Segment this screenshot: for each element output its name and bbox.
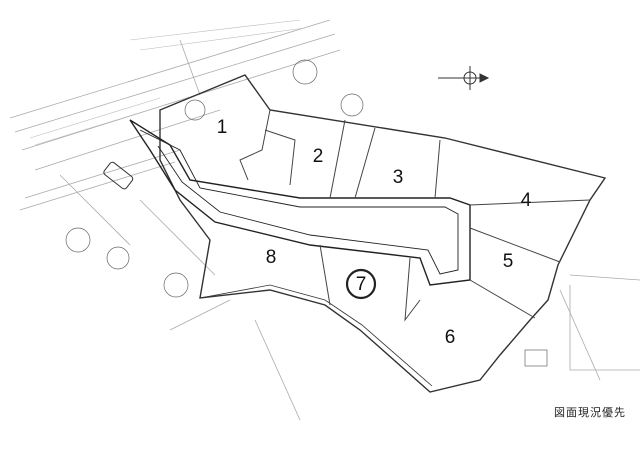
lot-label-2: 2 <box>313 146 324 167</box>
lot-labels: 1 2 3 4 5 6 7 8 <box>217 117 532 348</box>
north-arrow-icon <box>438 66 490 90</box>
lot-label-8: 8 <box>266 247 277 268</box>
access-road <box>129 119 471 286</box>
lot-label-4: 4 <box>521 190 532 211</box>
car-icon <box>103 161 134 190</box>
lot-label-3: 3 <box>393 167 404 188</box>
lot-lines <box>239 109 591 322</box>
site-boundary <box>159 74 607 393</box>
lot-label-7: 7 <box>356 274 367 295</box>
lot-label-5: 5 <box>503 251 514 272</box>
survey-marks <box>65 59 548 367</box>
lot-label-6: 6 <box>445 327 456 348</box>
road-hatching <box>29 19 306 146</box>
lot-7-highlight-ring <box>345 268 377 300</box>
plan-caption: 図面現況優先 <box>554 406 626 419</box>
lot-label-1: 1 <box>217 117 228 138</box>
surrounding-roads <box>9 19 640 421</box>
